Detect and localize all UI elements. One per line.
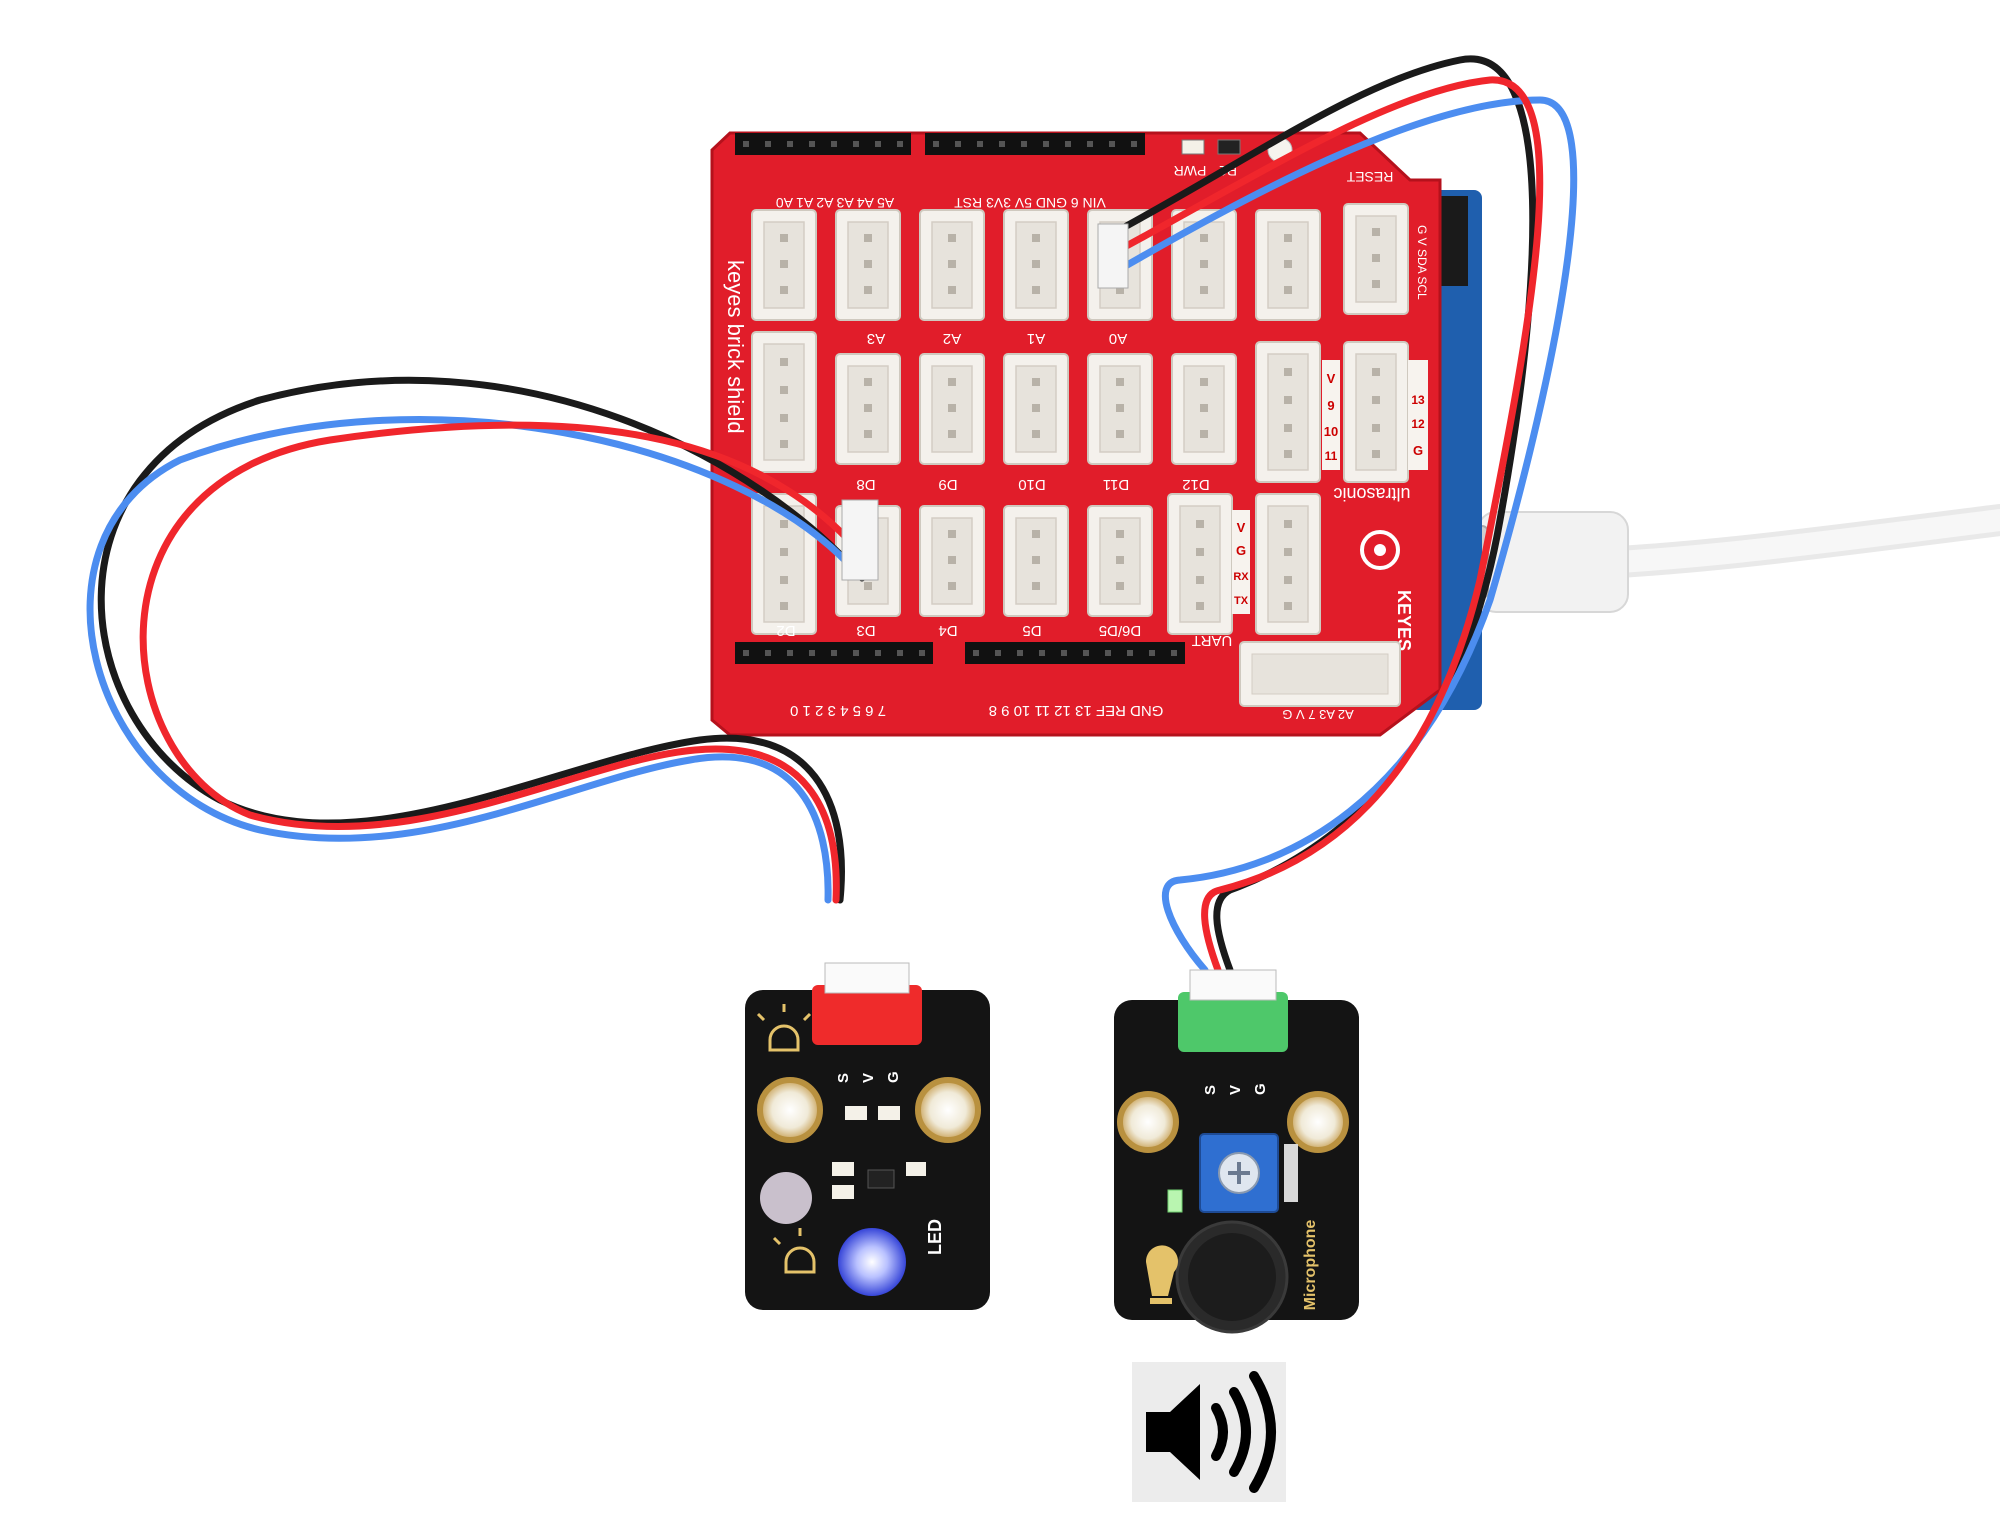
uart-pin-tx: TX — [1234, 595, 1249, 607]
reset-label: RESET — [1346, 169, 1393, 185]
pwr-label: PWR — [1174, 163, 1207, 179]
led-module: S V G LED — [745, 962, 990, 1310]
keyes-logo: KEYES — [1360, 530, 1414, 651]
port-d2-label: D2 — [776, 622, 795, 639]
digital-labels-right: GND REF 13 12 11 10 9 8 — [989, 702, 1164, 719]
microphone-mesh — [1188, 1233, 1276, 1321]
right-block-9: 9 — [1327, 398, 1334, 413]
uart-pin-rx: RX — [1233, 571, 1249, 583]
mic-pin-s: S — [1202, 1085, 1219, 1095]
wire-led — [86, 376, 872, 904]
right-label-strip-2 — [1408, 360, 1428, 470]
plug-d3 — [841, 499, 879, 581]
port-d10-label: D10 — [1018, 476, 1046, 493]
header-power — [925, 133, 1145, 155]
right-block-11: 11 — [1325, 449, 1338, 463]
power-header-labels: VIN 6 GND 5V 3V3 RST — [954, 195, 1106, 211]
mic-connector — [1178, 992, 1288, 1052]
smd-resistor — [845, 1106, 867, 1120]
uart-label: UART — [1192, 632, 1233, 649]
uart-pin-g: G — [1236, 543, 1246, 558]
right-block-v: V — [1327, 371, 1336, 386]
right-block-13: 13 — [1411, 393, 1425, 407]
transistor — [867, 1169, 895, 1189]
header-digital-left — [735, 642, 933, 664]
microphone-icon — [1145, 1245, 1178, 1304]
led-connector-plug — [824, 962, 910, 994]
header-digital-right — [965, 642, 1185, 664]
speaker-sound-icon — [1132, 1362, 1286, 1502]
smd-component — [832, 1162, 854, 1176]
led-pin-v: V — [860, 1073, 877, 1083]
svg-text:KEYES: KEYES — [1394, 590, 1414, 651]
smd-component — [832, 1185, 854, 1199]
mount-hole — [1287, 1091, 1349, 1153]
ultrasonic-label: ultrasonic — [1333, 484, 1410, 504]
wire-mic — [1104, 55, 1578, 974]
right-block-12: 12 — [1411, 417, 1425, 431]
sticker-dot — [760, 1172, 812, 1224]
uart-pin-v: V — [1237, 520, 1246, 535]
port-d8-label: D8 — [856, 476, 875, 493]
led-light — [838, 1228, 906, 1296]
pwr-led — [1181, 139, 1205, 155]
right-block-10: 10 — [1324, 424, 1338, 439]
plug-a0 — [1097, 223, 1129, 289]
bulb-icon — [756, 1004, 812, 1052]
port-d11-label: D11 — [1103, 476, 1129, 493]
mic-pin-v: V — [1227, 1085, 1244, 1095]
port-d6d5-label: D6/D5 — [1099, 622, 1142, 639]
right-label-strip — [1322, 360, 1340, 470]
port-a2-label: A2 — [943, 330, 961, 347]
mic-name-label: Microphone — [1302, 1220, 1319, 1311]
potentiometer — [1199, 1133, 1298, 1213]
uart-label-strip — [1232, 510, 1250, 614]
led-name-label: LED — [925, 1219, 945, 1255]
port-a3-label: A3 — [867, 330, 885, 347]
mic-connector-plug — [1189, 969, 1277, 1001]
bulb-icon — [772, 1228, 816, 1274]
keyes-brick-shield: A5 A4 A3 A2 A1 A0 VIN 6 GND 5V 3V3 RST P… — [710, 131, 1442, 737]
port-d4-label: D4 — [938, 622, 957, 639]
analog-header-labels: A5 A4 A3 A2 A1 A0 — [776, 195, 895, 211]
port-d12-label: D12 — [1182, 476, 1210, 493]
port-d5-label: D5 — [1022, 622, 1041, 639]
smd-component — [906, 1162, 926, 1176]
mount-hole — [1117, 1091, 1179, 1153]
right-block-g: G — [1413, 443, 1423, 458]
led-pin-s: S — [835, 1073, 852, 1083]
port-d9-label: D9 — [938, 476, 957, 493]
port-d3-label: D3 — [856, 622, 875, 639]
led-connector — [812, 985, 922, 1045]
led-pin-g: G — [885, 1071, 902, 1083]
port-a0-label: A0 — [1109, 330, 1127, 347]
mount-hole — [757, 1077, 823, 1143]
mic-pin-g: G — [1252, 1083, 1269, 1095]
microphone-module: S V G Microphone — [1114, 969, 1359, 1334]
usb-cable — [1447, 504, 2000, 613]
header-analog — [735, 133, 911, 155]
bottom-port: A2 A3 7 V G — [1239, 641, 1401, 722]
svg-text:A2 A3 7 V G: A2 A3 7 V G — [1282, 707, 1354, 722]
mount-hole — [915, 1077, 981, 1143]
brand-text: keyes brick shield — [723, 260, 748, 434]
status-led — [1167, 1189, 1183, 1213]
r1-resistor — [1217, 139, 1241, 155]
digital-labels-left: 7 6 5 4 3 2 1 0 — [790, 702, 886, 719]
i2c-labels: G V SDA SCL — [1415, 225, 1429, 300]
port-a1-label: A1 — [1027, 330, 1045, 347]
smd-resistor — [878, 1106, 900, 1120]
